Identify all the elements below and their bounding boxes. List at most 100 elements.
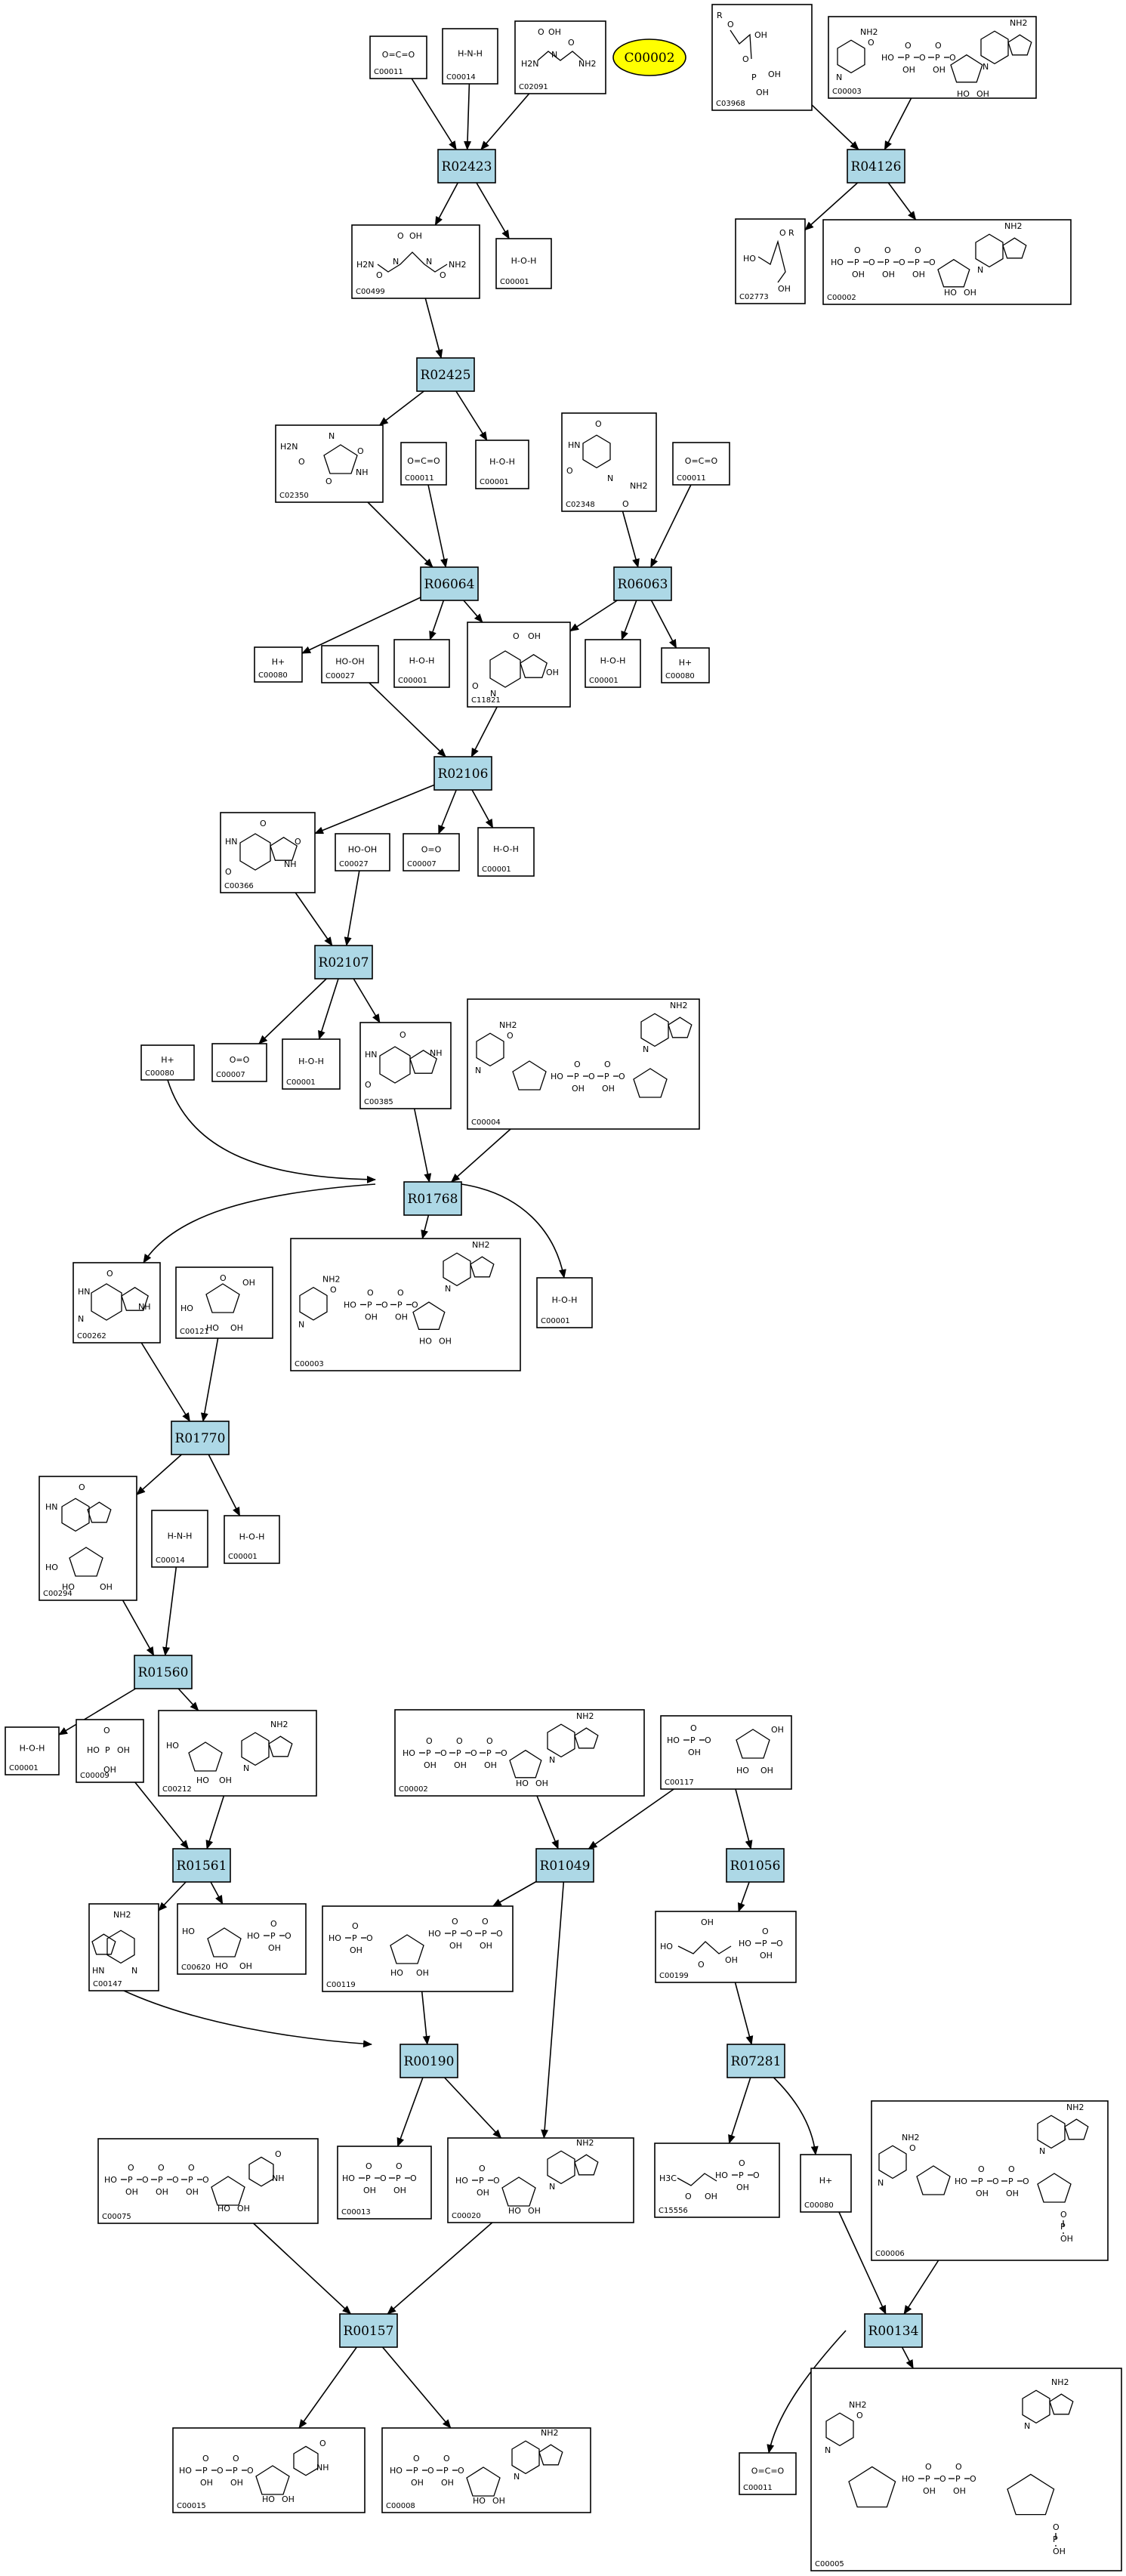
- reaction-r01770[interactable]: R01770: [171, 1421, 230, 1455]
- reaction-r06063[interactable]: R06063: [613, 566, 672, 601]
- compound-formula: H-O-H: [298, 1057, 324, 1066]
- svg-text:OH: OH: [454, 1760, 467, 1770]
- compound-id: C11821: [471, 696, 501, 705]
- reaction-box: [847, 149, 905, 184]
- svg-text:HO: HO: [87, 1745, 100, 1755]
- reaction-r00190[interactable]: R00190: [399, 2044, 458, 2078]
- reaction-r01049[interactable]: R01049: [535, 1848, 594, 1883]
- svg-text:P: P: [955, 2474, 961, 2484]
- svg-text:H2N: H2N: [356, 260, 375, 270]
- reaction-r00134[interactable]: R00134: [864, 2313, 923, 2348]
- svg-text:O: O: [380, 2173, 387, 2183]
- compound-c00080[interactable]: H+C00080: [800, 2154, 852, 2213]
- svg-text:NH2: NH2: [849, 2400, 867, 2410]
- reaction-r01056[interactable]: R01056: [726, 1848, 785, 1883]
- reaction-id: R02107: [319, 955, 369, 970]
- reaction-r06064[interactable]: R06064: [420, 566, 479, 601]
- compound-box: [442, 28, 498, 85]
- compound-box: [321, 645, 379, 683]
- svg-text:P: P: [884, 258, 890, 267]
- svg-text:O: O: [698, 1960, 705, 1970]
- svg-text:NH: NH: [272, 2173, 285, 2183]
- reaction-r02107[interactable]: R02107: [314, 945, 373, 979]
- reaction-r04126[interactable]: R04126: [847, 149, 905, 184]
- svg-text:P: P: [452, 1929, 457, 1939]
- reaction-r07281[interactable]: R07281: [727, 2044, 785, 2078]
- svg-text:O: O: [496, 1929, 503, 1939]
- svg-text:N: N: [551, 50, 557, 60]
- svg-text:P: P: [105, 1745, 110, 1755]
- compound-c00080[interactable]: H+C00080: [661, 647, 710, 683]
- svg-text:O: O: [992, 2176, 999, 2186]
- edge-c00294-to-R01560: [122, 1600, 155, 1656]
- svg-text:O: O: [397, 1288, 404, 1298]
- svg-text:OH: OH: [411, 2478, 424, 2488]
- edge-c00385-to-R01768: [413, 1108, 432, 1183]
- reaction-r00157[interactable]: R00157: [339, 2313, 398, 2348]
- reaction-r01768[interactable]: R01768: [403, 1181, 462, 1216]
- reaction-r02423[interactable]: R02423: [437, 149, 496, 184]
- svg-text:OH: OH: [760, 1766, 773, 1775]
- highlight-compound[interactable]: C00002: [612, 39, 686, 76]
- compound-c00080[interactable]: H+C00080: [140, 1044, 195, 1081]
- reaction-r01561[interactable]: R01561: [172, 1848, 231, 1883]
- compound-formula: H-O-H: [239, 1532, 265, 1542]
- reaction-r01560[interactable]: R01560: [134, 1655, 193, 1689]
- reaction-r02106[interactable]: R02106: [433, 756, 492, 791]
- compound-id: C00014: [156, 1556, 185, 1565]
- compound-c00080[interactable]: H+C00080: [254, 646, 303, 683]
- reaction-r02425[interactable]: R02425: [416, 357, 475, 392]
